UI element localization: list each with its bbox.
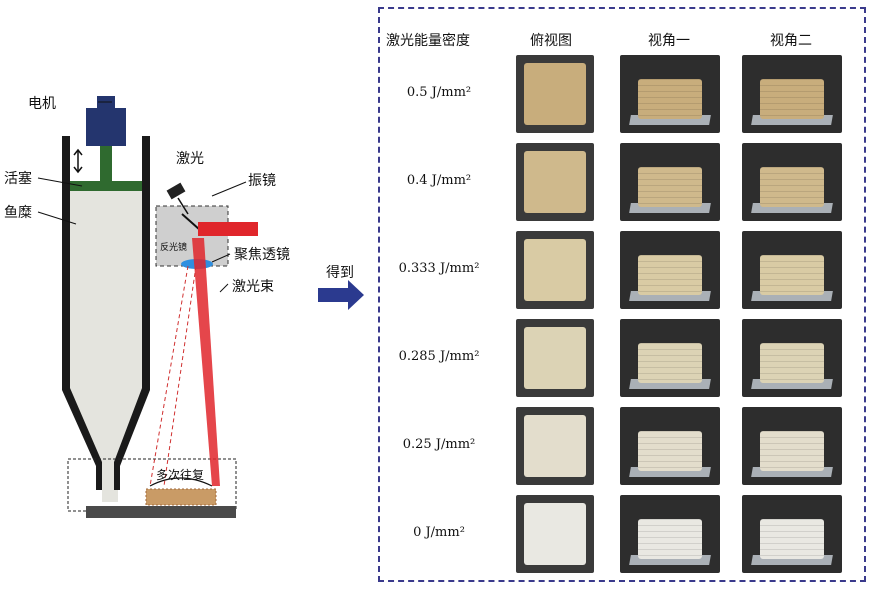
arrow-label: 得到 <box>326 265 354 281</box>
motor-cap <box>97 96 115 110</box>
results-panel <box>378 7 866 582</box>
laser-path-dashed-2 <box>163 265 197 487</box>
header-energy: 激光能量密度 <box>386 33 470 49</box>
energy-label: 0.4 J/mm² <box>406 173 472 188</box>
top-view-photo <box>516 231 594 309</box>
view2-photo <box>742 407 842 485</box>
printed-sample <box>146 489 216 505</box>
header-top-view: 俯视图 <box>530 33 572 49</box>
view1-photo <box>620 407 720 485</box>
reciprocate-arc <box>149 477 213 487</box>
view1-photo <box>620 55 720 133</box>
piston-shaft <box>100 146 112 184</box>
top-view-photo <box>516 407 594 485</box>
result-arrow-icon <box>318 280 364 310</box>
laser-source-icon <box>166 182 189 215</box>
energy-label: 0 J/mm² <box>413 525 465 540</box>
top-view-photo <box>516 319 594 397</box>
view1-photo <box>620 495 720 573</box>
view2-photo <box>742 55 842 133</box>
view2-photo <box>742 495 842 573</box>
laser-input <box>198 222 258 236</box>
view1-photo <box>620 231 720 309</box>
barrel-left-wall <box>62 136 102 490</box>
double-arrow-icon <box>73 148 83 174</box>
energy-label: 0.333 J/mm² <box>398 261 480 276</box>
label-piston: 活塞 <box>4 171 32 187</box>
label-mirror: 反光镜 <box>160 243 188 253</box>
view1-photo <box>620 319 720 397</box>
view2-photo <box>742 319 842 397</box>
energy-label: 0.5 J/mm² <box>406 85 472 100</box>
motor <box>86 108 126 146</box>
print-bed <box>86 506 236 518</box>
printer-schematic <box>37 96 258 518</box>
label-laser-beam: 激光束 <box>232 279 274 295</box>
mirror <box>181 213 201 231</box>
view1-photo <box>620 143 720 221</box>
top-view-photo <box>516 495 594 573</box>
laser-beam <box>192 238 220 486</box>
energy-label: 0.285 J/mm² <box>398 349 480 364</box>
header-view1: 视角一 <box>648 33 690 49</box>
label-focus-lens: 聚焦透镜 <box>234 247 290 263</box>
label-reciprocate: 多次往复 <box>156 468 205 482</box>
piston <box>70 181 142 191</box>
label-laser: 激光 <box>176 151 204 167</box>
header-view2: 视角二 <box>770 33 812 49</box>
laser-path-dashed-1 <box>149 265 189 487</box>
top-view-photo <box>516 55 594 133</box>
surimi-fill <box>70 191 142 502</box>
top-view-photo <box>516 143 594 221</box>
view2-photo <box>742 143 842 221</box>
view2-photo <box>742 231 842 309</box>
barrel-right-wall <box>114 136 150 490</box>
label-surimi: 鱼糜 <box>4 205 32 221</box>
label-galvo: 振镜 <box>248 173 276 189</box>
label-motor: 电机 <box>28 96 56 112</box>
energy-label: 0.25 J/mm² <box>402 437 476 452</box>
